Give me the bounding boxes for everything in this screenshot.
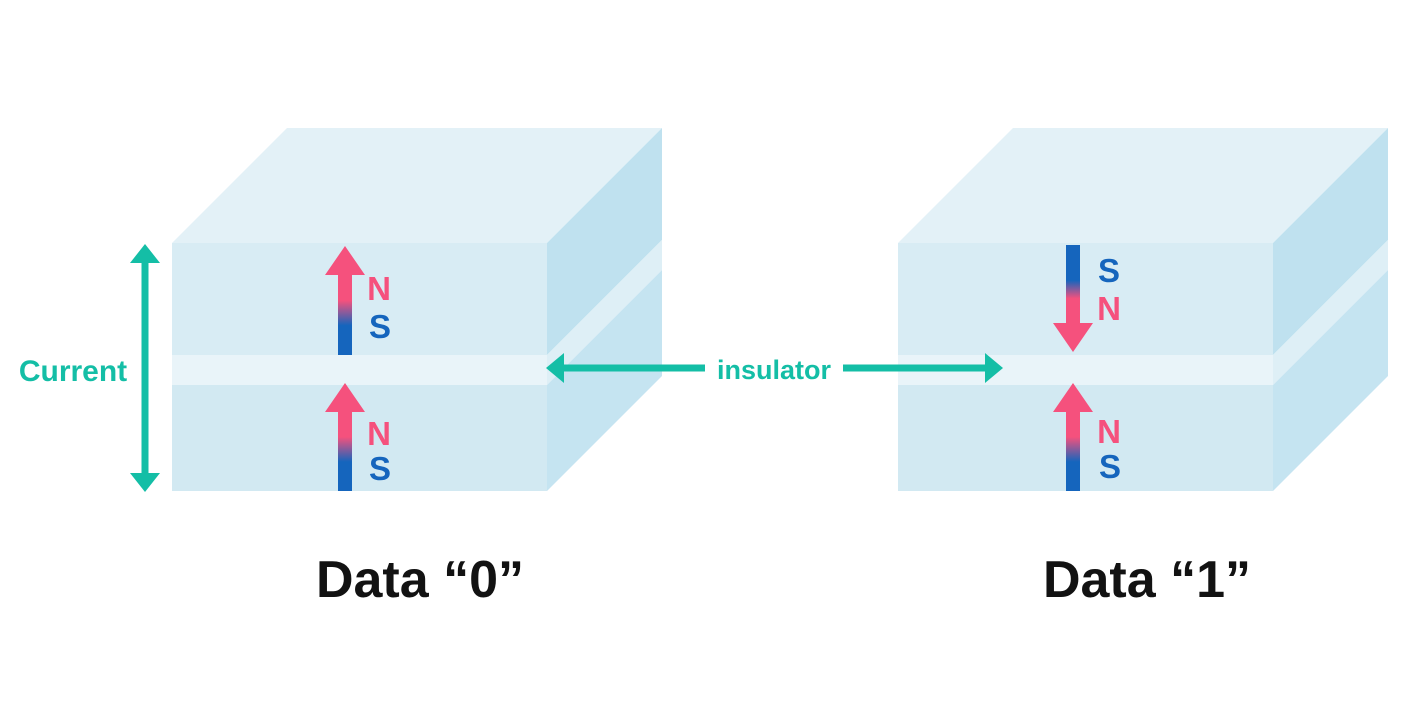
- cell-data1-front-bottom-layer: [898, 385, 1273, 491]
- cell-data0-top-face: [172, 128, 662, 243]
- cell-data1-side-insulator-layer: [1273, 240, 1388, 385]
- cell-data1-side-bottom-layer: [1273, 270, 1388, 491]
- insulator-annotation: insulator: [546, 353, 1003, 385]
- current-arrowhead-down-icon: [130, 473, 160, 492]
- cell-data0-front-bottom-layer: [172, 385, 547, 491]
- data1-top-layer-pole-top-label: S: [1098, 252, 1120, 289]
- data1-bottom-layer-pole-top-label: N: [1097, 413, 1121, 450]
- current-label: Current: [19, 355, 127, 388]
- insulator-arrowhead-right-icon: [985, 353, 1003, 383]
- cell-data0-front-top-layer: [172, 243, 547, 355]
- cell-data0: N S N S: [172, 128, 662, 491]
- cell-data1-front-top-layer: [898, 243, 1273, 355]
- data0-bottom-layer-arrow-up-icon: [325, 383, 365, 491]
- cell-data0-front-insulator-layer: [172, 355, 547, 385]
- data0-top-layer-pole-bottom-label: S: [369, 308, 391, 345]
- cell-data1-side-top-layer: [1273, 128, 1388, 355]
- caption-data1: Data “1”: [1043, 551, 1251, 609]
- cell-data1-top-face: [898, 128, 1388, 243]
- current-arrowhead-up-icon: [130, 244, 160, 263]
- cell-data0-side-bottom-layer: [547, 270, 662, 491]
- data0-top-layer-pole-top-label: N: [367, 270, 391, 307]
- data0-bottom-layer-pole-top-label: N: [367, 415, 391, 452]
- data1-top-layer-pole-bottom-label: N: [1097, 290, 1121, 327]
- cell-data1: S N N S: [898, 128, 1388, 491]
- caption-data0: Data “0”: [316, 551, 524, 609]
- cell-data0-side-top-layer: [547, 128, 662, 355]
- data1-bottom-layer-arrow-up-icon: [1053, 383, 1093, 491]
- insulator-arrowhead-left-icon: [546, 353, 564, 383]
- current-annotation: Current: [19, 244, 160, 492]
- data0-bottom-layer-pole-bottom-label: S: [369, 450, 391, 487]
- data1-top-layer-arrow-down-icon: [1053, 245, 1093, 352]
- cell-data0-side-insulator-layer: [547, 240, 662, 385]
- data0-top-layer-arrow-up-icon: [325, 246, 365, 355]
- data1-bottom-layer-pole-bottom-label: S: [1099, 448, 1121, 485]
- insulator-label: insulator: [717, 355, 832, 385]
